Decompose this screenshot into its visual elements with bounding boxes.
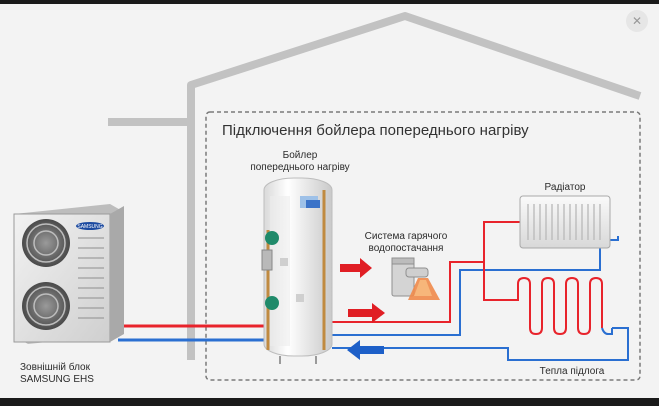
outdoor-unit-label-line1: Зовнішній блок — [20, 361, 91, 373]
preheat-boiler — [261, 177, 333, 364]
hot-water-label-line2: водопостачання — [369, 243, 444, 254]
boiler-label-line2: попереднього нагріву — [250, 162, 349, 173]
hot-water-tap — [391, 257, 440, 300]
samsung-logo: SAMSUNG — [77, 224, 102, 230]
hot-flow-arrow-upper — [340, 258, 372, 278]
scheme-border — [205, 111, 641, 381]
outdoor-unit: SAMSUNG — [13, 204, 124, 344]
outdoor-unit-label-line2: SAMSUNG EHS — [20, 374, 94, 385]
return-flow-arrow — [347, 340, 384, 360]
house-outline — [108, 12, 642, 126]
close-icon[interactable]: ✕ — [626, 10, 648, 32]
underfloor-coil — [512, 276, 603, 336]
radiator-floor-circuit — [332, 221, 629, 361]
radiator — [519, 195, 611, 249]
hot-water-label-line1: Система гарячого — [365, 231, 448, 242]
hot-flow-arrow-lower — [348, 303, 385, 323]
diagram-title: Підключення бойлера попереднього нагріву — [222, 122, 529, 139]
radiator-label: Радіатор — [545, 182, 586, 193]
floor-heating-label: Тепла підлога — [540, 366, 605, 377]
boiler-label-line1: Бойлер — [283, 150, 318, 161]
